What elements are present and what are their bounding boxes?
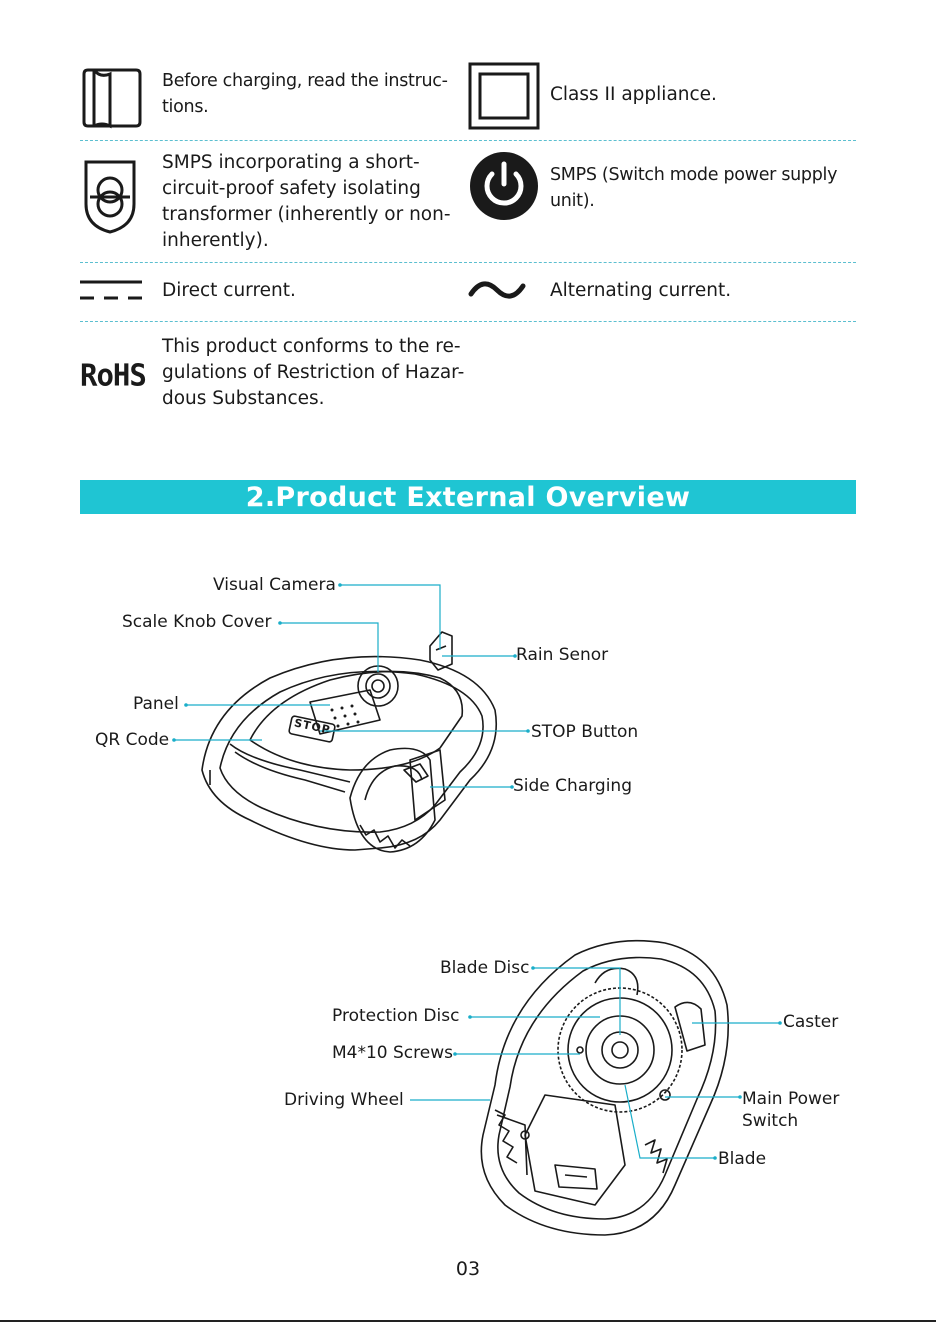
mower-top-view-illustration [201, 631, 498, 853]
divider [80, 321, 856, 322]
open-book-icon [82, 68, 142, 129]
smps-unit-text: SMPS (Switch mode power supply unit). [550, 165, 838, 211]
label-qr-code: QR Code [95, 730, 170, 750]
section-banner: 2.Product External Overview [80, 480, 856, 514]
read-manual-text: Before charging, read the instruc- tions… [162, 71, 448, 117]
direct-current-icon [80, 280, 142, 300]
label-visual-camera: Visual Camera [213, 575, 336, 595]
smps-transformer-text: SMPS incorporating a short- circuit-proo… [162, 152, 451, 251]
direct-current-text: Direct current. [162, 280, 296, 301]
alternating-current-text: Alternating current. [550, 280, 732, 301]
safety-transformer-icon [84, 160, 136, 234]
alternating-current-icon [468, 281, 526, 299]
section-title: 2.Product External Overview [245, 481, 691, 513]
mower-bottom-view-illustration [480, 939, 730, 1236]
label-side-charging: Side Charging [513, 776, 632, 796]
divider [80, 140, 856, 141]
rohs-logo: RoHS [80, 357, 147, 393]
label-stop-button: STOP Button [531, 722, 639, 742]
power-button-icon [470, 152, 538, 220]
label-caster: Caster [783, 1012, 839, 1032]
label-m4-screws: M4*10 Screws [332, 1043, 453, 1063]
label-driving-wheel: Driving Wheel [284, 1090, 404, 1110]
label-blade-disc: Blade Disc [440, 958, 530, 978]
label-scale-knob-cover: Scale Knob Cover [122, 612, 272, 632]
double-square-icon [468, 62, 540, 130]
page-number: 03 [455, 1258, 481, 1280]
rohs-text: This product conforms to the re- gulatio… [162, 336, 465, 409]
label-main-power-switch: Main Power Switch [742, 1089, 840, 1131]
label-panel: Panel [133, 694, 179, 714]
class-two-text: Class II appliance. [550, 84, 717, 105]
label-rain-sensor: Rain Senor [516, 645, 609, 665]
label-blade: Blade [718, 1149, 767, 1169]
label-protection-disc: Protection Disc [332, 1006, 460, 1026]
bottom-rule [0, 1320, 936, 1322]
divider [80, 262, 856, 263]
